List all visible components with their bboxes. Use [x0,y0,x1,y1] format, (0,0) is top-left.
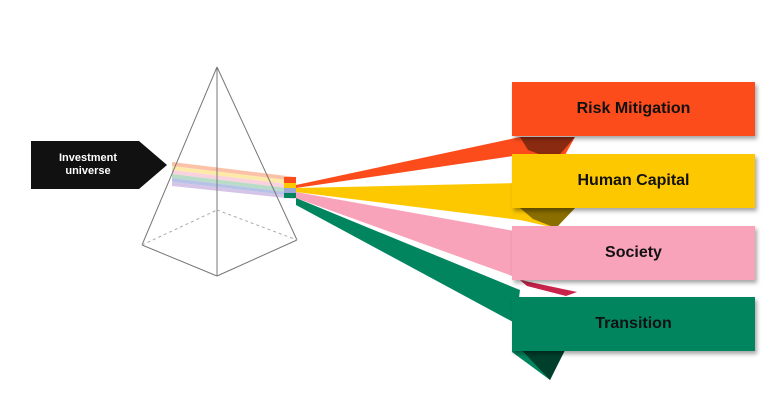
prism-pyramid [141,66,298,277]
beam-risk-mitigation [296,137,575,188]
beam-human-capital [296,183,575,228]
output-label-human-capital: Human Capital [577,172,690,189]
output-label-risk-mitigation: Risk Mitigation [576,100,691,117]
output-box-society: Society [512,226,755,280]
beam-society [296,192,577,295]
input-arrow-shape [31,141,167,189]
beam-society-fold [520,280,577,296]
output-box-risk-mitigation: Risk Mitigation [512,82,755,136]
output-label-society: Society [605,244,662,261]
output-box-human-capital: Human Capital [512,154,755,208]
incoming-light-band [172,162,295,199]
output-label-transition: Transition [595,315,672,332]
prism-exit-strip [284,177,296,198]
beam-risk-fold [520,137,575,160]
input-label-line1: Investment [58,152,118,164]
beam-human-fold [520,208,575,228]
input-label-line2: universe [65,165,111,177]
input-arrow-label: Investment universe [38,152,138,178]
output-box-transition: Transition [512,297,755,351]
